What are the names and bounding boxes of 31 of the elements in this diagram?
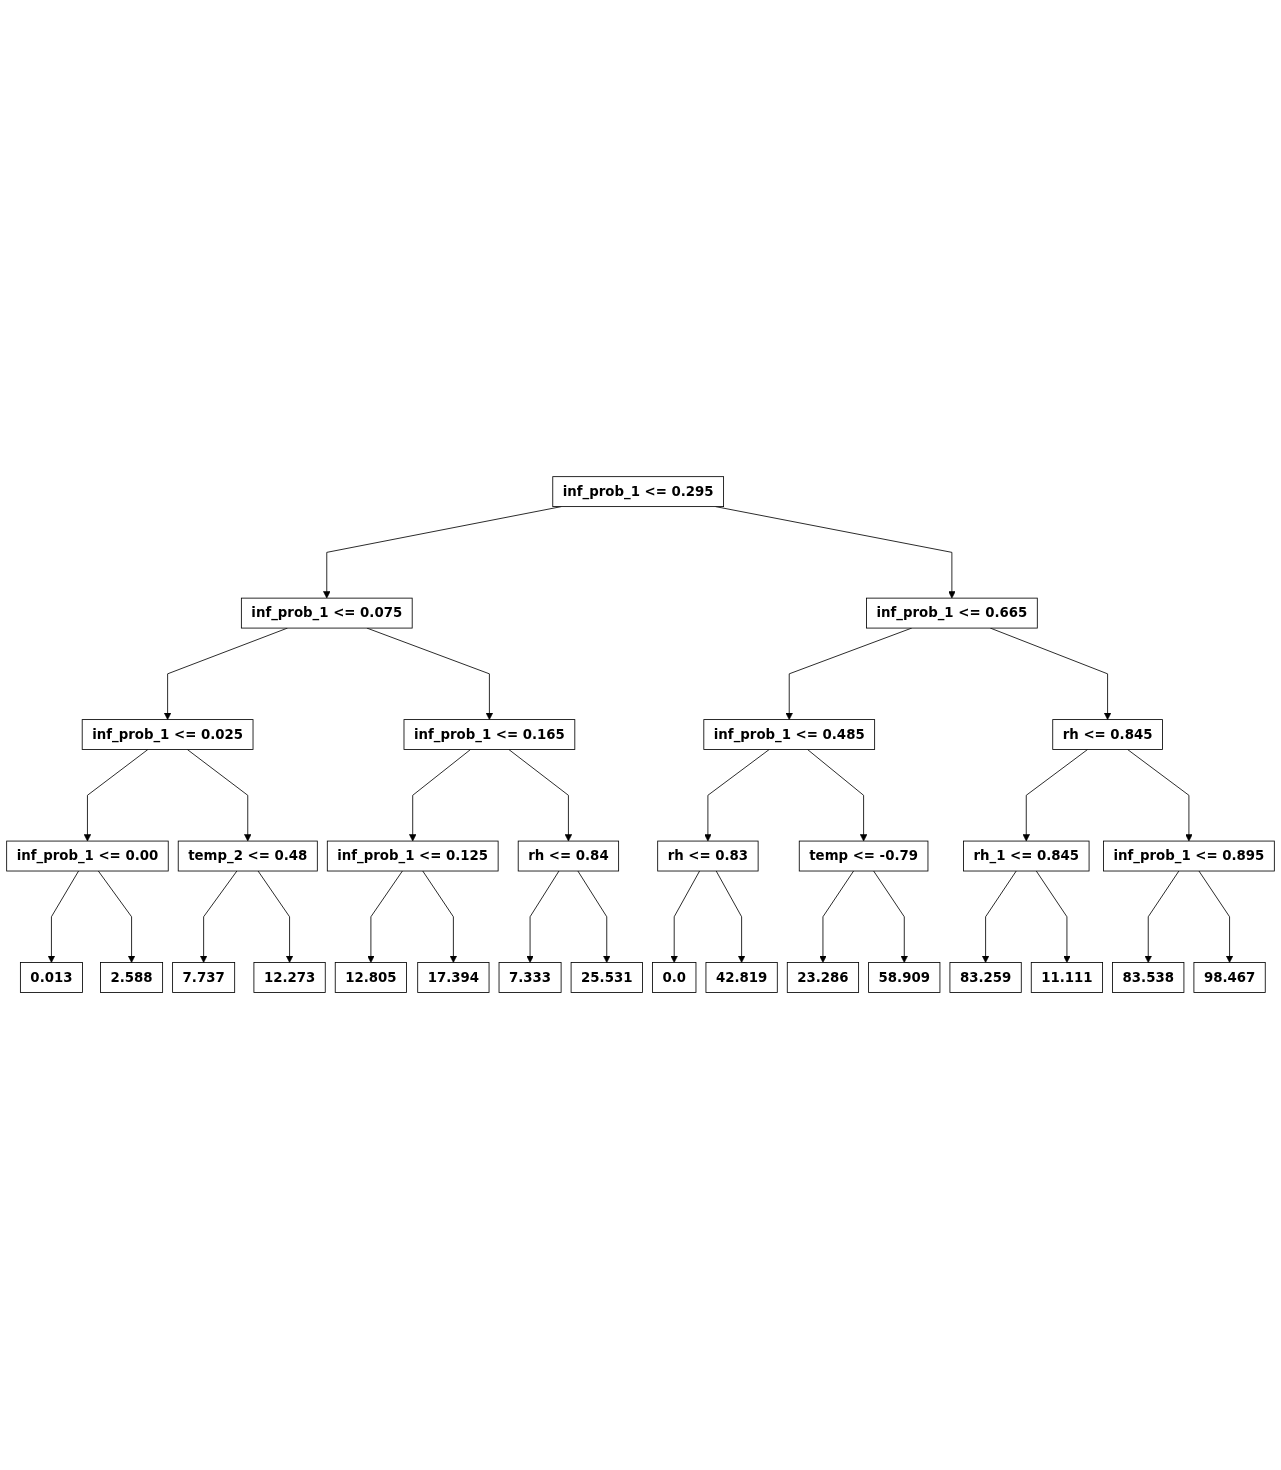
node-box: 17.394 — [417, 962, 490, 994]
node-box: 42.819 — [705, 962, 778, 994]
node-box: inf_prob_1 <= 0.00 — [6, 841, 169, 872]
node-box: 12.805 — [334, 962, 407, 994]
node-box: inf_prob_1 <= 0.665 — [866, 598, 1038, 629]
node-box: 0.0 — [652, 962, 697, 994]
node-box: 83.538 — [1112, 962, 1185, 994]
node-box: 0.013 — [19, 962, 83, 994]
node-box: 23.286 — [786, 962, 860, 994]
node-box: temp_2 <= 0.48 — [177, 841, 318, 872]
node-box: inf_prob_1 <= 0.895 — [1103, 841, 1275, 872]
node-box: 25.531 — [570, 962, 643, 994]
node-box: rh <= 0.84 — [517, 841, 620, 872]
node-box: 98.467 — [1193, 962, 1266, 994]
node-box: 83.259 — [949, 962, 1022, 994]
node-box: rh_1 <= 0.845 — [963, 841, 1090, 872]
node-box: inf_prob_1 <= 0.075 — [240, 598, 413, 629]
node-box: inf_prob_1 <= 0.025 — [81, 719, 254, 751]
node-box: inf_prob_1 <= 0.295 — [552, 476, 724, 508]
node-box: 11.111 — [1030, 962, 1103, 994]
node-box: 2.588 — [100, 962, 164, 994]
node-box: 12.273 — [253, 962, 326, 994]
node-box: inf_prob_1 <= 0.165 — [403, 719, 576, 751]
node-box: rh <= 0.845 — [1052, 719, 1163, 751]
node-box: 58.909 — [868, 962, 941, 994]
node-box: inf_prob_1 <= 0.485 — [703, 719, 876, 751]
node-box: 7.333 — [498, 962, 562, 994]
node-box: rh <= 0.83 — [657, 841, 759, 872]
node-box: temp <= -0.79 — [798, 841, 929, 872]
node-box: 7.737 — [172, 962, 236, 994]
node-box: inf_prob_1 <= 0.125 — [326, 841, 499, 872]
